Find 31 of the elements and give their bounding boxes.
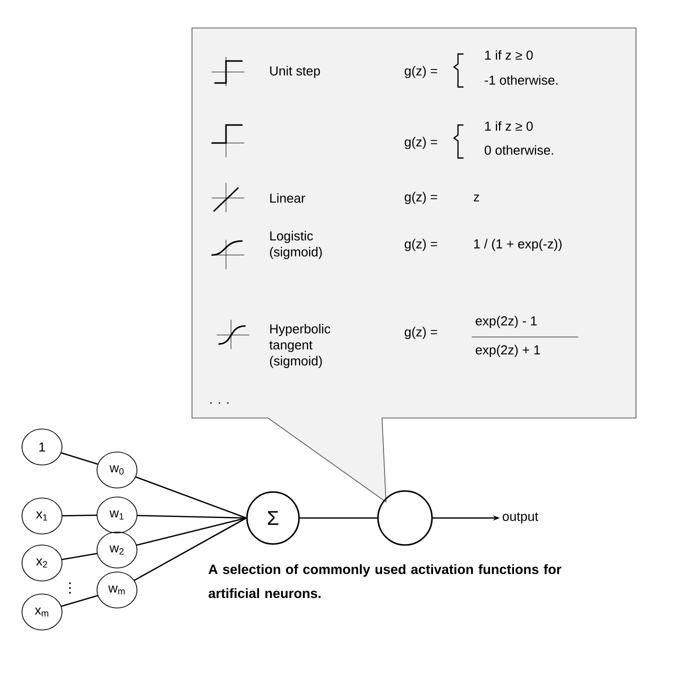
- function-name: Logistic (sigmoid): [270, 230, 322, 260]
- connector-line: [299, 517, 378, 519]
- formula-text: z: [474, 194, 480, 202]
- formula-text: 0 otherwise.: [484, 145, 554, 155]
- connector-line: [60, 452, 98, 465]
- formula-text: 1 / (1 + exp(-z)): [474, 238, 562, 252]
- connector-line: [61, 552, 98, 560]
- connector-line: [62, 514, 98, 516]
- formula-text: g(z) =: [404, 136, 438, 150]
- connector-line: [136, 517, 247, 546]
- formula-text: g(z) =: [404, 326, 438, 340]
- formula-text: -1 otherwise.: [484, 75, 558, 85]
- formula-text: g(z) =: [404, 66, 438, 78]
- function-name: Linear: [270, 193, 306, 203]
- function-name: Hyperbolic tangent (sigmoid): [269, 324, 330, 368]
- connector-line: [60, 595, 98, 607]
- formula-text: exp(2z) + 1: [476, 344, 540, 358]
- caption: A selection of commonly used activation functions for artificial neurons.: [208, 564, 562, 598]
- formula-text: g(z) =: [404, 238, 438, 252]
- formula-text: 1 if z ≥ 0: [485, 50, 533, 60]
- formula-text: 1 if z ≥ 0: [485, 121, 533, 131]
- activation-circle: [377, 490, 433, 546]
- vertical-ellipsis: ⋮: [69, 582, 71, 594]
- connector-line: [135, 476, 247, 519]
- function-name: Unit step: [270, 66, 320, 78]
- connector-line: [136, 514, 247, 519]
- formula-text: exp(2z) - 1: [476, 316, 537, 328]
- ellipsis: . . .: [210, 402, 228, 404]
- output-label: output: [502, 512, 538, 524]
- connector-line: [134, 517, 247, 581]
- formula-text: g(z) =: [404, 192, 438, 204]
